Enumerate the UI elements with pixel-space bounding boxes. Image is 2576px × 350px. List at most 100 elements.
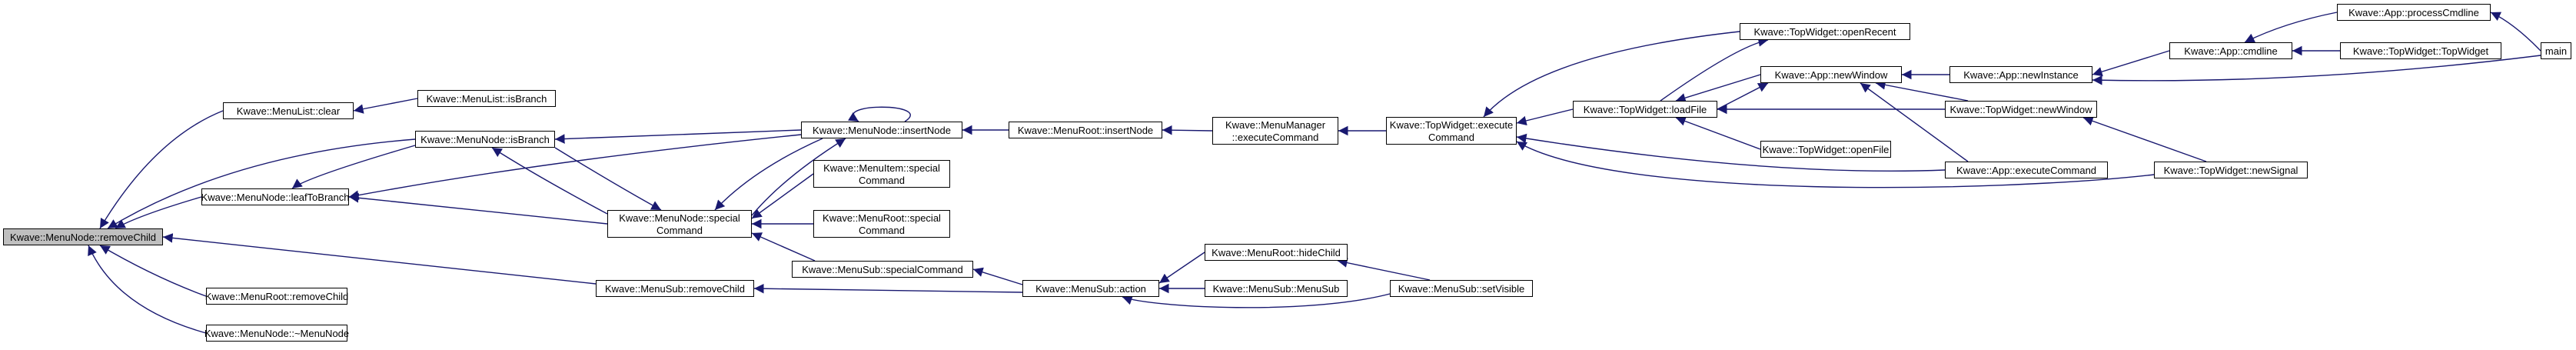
graph-node-label: Kwave::MenuSub::setVisible (1398, 282, 1525, 295)
graph-node-label: Kwave::MenuNode::leafToBranch (201, 191, 350, 203)
graph-edge-n21-n20 (348, 193, 608, 225)
graph-node-label: Kwave::App::newWindow (1774, 68, 1888, 81)
graph-node-label: Kwave::TopWidget::TopWidget (2352, 45, 2489, 57)
graph-edge-n17-n9 (1675, 116, 1761, 150)
graph-edge-n18-n7 (1516, 133, 1946, 172)
graph-node-n25[interactable]: Kwave::MenuSub::action (1022, 280, 1159, 297)
graph-node-n26[interactable]: Kwave::MenuRoot::hideChild (1205, 244, 1348, 261)
graph-edge-n16-n10 (1875, 80, 1969, 102)
graph-edge-n15-n13 (2490, 12, 2541, 52)
graph-node-label: Kwave::TopWidget::openRecent (1753, 25, 1896, 38)
graph-node-n30[interactable]: Kwave::MenuRoot::removeChild (204, 288, 349, 305)
graph-node-label: Command (656, 224, 703, 236)
graph-node-n1[interactable]: Kwave::MenuList::clear (223, 102, 354, 119)
graph-node-n14[interactable]: Kwave::TopWidget::TopWidget (2340, 42, 2501, 59)
graph-edge-n25-n24 (972, 267, 1023, 285)
graph-node-n2[interactable]: Kwave::MenuList::isBranch (417, 90, 556, 107)
graph-node-label: Kwave::App::processCmdline (2348, 6, 2479, 18)
graph-edge-n25-n29 (753, 283, 1023, 294)
graph-edge-n28-n25 (1122, 293, 1391, 308)
graph-node-label: Kwave::TopWidget::openFile (1762, 143, 1890, 155)
graph-node-n12[interactable]: Kwave::App::cmdline (2169, 42, 2292, 59)
graph-edge-n3-n21 (554, 147, 662, 211)
graph-edge-n12-n11 (2092, 50, 2170, 77)
graph-edge-n2-n1 (353, 98, 418, 114)
graph-node-label: Command (859, 174, 905, 186)
graph-node-n0[interactable]: Kwave::MenuNode::removeChild (3, 228, 163, 245)
graph-node-n31[interactable]: Kwave::MenuNode::~MenuNode (204, 325, 350, 342)
graph-edge-n9-n10 (1717, 82, 1769, 110)
graph-node-label: Kwave::MenuList::clear (236, 105, 341, 117)
graph-edge-n4-n21 (714, 138, 823, 211)
graph-node-label: Kwave::MenuRoot::special (823, 212, 941, 224)
graph-node-n6[interactable]: Kwave::MenuManager::executeCommand (1212, 117, 1338, 145)
graph-node-label: main (2544, 45, 2568, 57)
graph-edge-n19-n7 (1516, 141, 2155, 188)
graph-edge-n6-n5 (1162, 125, 1213, 135)
graph-node-label: Kwave::App::executeCommand (1956, 164, 2097, 176)
graph-node-n19[interactable]: Kwave::TopWidget::newSignal (2154, 162, 2308, 178)
graph-node-label: Kwave::App::cmdline (2184, 45, 2278, 57)
graph-node-n9[interactable]: Kwave::TopWidget::loadFile (1573, 101, 1717, 118)
graph-node-label: Kwave::TopWidget::loadFile (1583, 103, 1707, 115)
graph-edge-n4-n20 (348, 134, 802, 200)
graph-node-n18[interactable]: Kwave::App::executeCommand (1945, 162, 2108, 178)
graph-node-n16[interactable]: Kwave::TopWidget::newWindow (1945, 101, 2097, 118)
graph-node-label: Kwave::MenuSub::MenuSub (1212, 282, 1340, 295)
graph-edge-n22-n21 (751, 173, 814, 219)
graph-node-label: Kwave::MenuNode::~MenuNode (204, 327, 350, 339)
graph-edge-n29-n0 (162, 233, 597, 285)
graph-edge-n8-n7 (1483, 31, 1740, 118)
graph-edge-n4-n4 (847, 106, 911, 122)
graph-edge-n31-n0 (88, 245, 207, 334)
graph-node-n17[interactable]: Kwave::TopWidget::openFile (1760, 141, 1891, 158)
graph-node-n11[interactable]: Kwave::App::newInstance (1949, 66, 2092, 83)
graph-node-label: Command (1428, 131, 1474, 143)
graph-node-n15[interactable]: main (2541, 42, 2571, 59)
graph-edge-n3-n20 (291, 145, 416, 189)
graph-node-label: Kwave::MenuRoot::insertNode (1017, 124, 1154, 136)
graph-node-n4[interactable]: Kwave::MenuNode::insertNode (801, 122, 962, 138)
graph-node-label: Kwave::MenuNode::special (619, 212, 740, 224)
graph-node-n24[interactable]: Kwave::MenuSub::specialCommand (792, 261, 973, 278)
graph-edge-n24-n21 (751, 232, 816, 262)
graph-node-label: Kwave::MenuList::isBranch (426, 92, 547, 105)
graph-node-label: Kwave::MenuRoot::removeChild (204, 290, 349, 302)
graph-node-label: Kwave::MenuNode::isBranch (420, 133, 550, 145)
graph-node-label: Kwave::MenuNode::insertNode (813, 124, 951, 136)
graph-edge-n10-n9 (1675, 74, 1761, 103)
graph-edge-n19-n16 (2082, 116, 2207, 162)
graph-node-label: Kwave::TopWidget::newWindow (1949, 103, 2092, 115)
graph-edge-n26-n25 (1158, 252, 1205, 284)
graph-node-n13[interactable]: Kwave::App::processCmdline (2337, 4, 2491, 21)
graph-node-n10[interactable]: Kwave::App::newWindow (1760, 66, 1902, 83)
graph-node-label: Kwave::MenuSub::removeChild (604, 282, 746, 295)
graph-node-label: Kwave::MenuSub::specialCommand (802, 263, 963, 275)
graph-edge-n30-n0 (99, 245, 207, 297)
graph-edge-n21-n4 (751, 138, 846, 216)
graph-node-label: Kwave::App::newInstance (1963, 68, 2079, 81)
graph-node-label: Kwave::TopWidget::execute (1389, 118, 1514, 131)
graph-node-label: Kwave::MenuItem::special (823, 162, 940, 174)
graph-node-n29[interactable]: Kwave::MenuSub::removeChild (596, 280, 754, 297)
graph-edge-n9-n7 (1516, 108, 1574, 126)
graph-edge-n9-n8 (1660, 37, 1769, 102)
graph-node-n27[interactable]: Kwave::MenuSub::MenuSub (1205, 280, 1348, 297)
graph-node-n5[interactable]: Kwave::MenuRoot::insertNode (1009, 122, 1162, 138)
graph-edge-n21-n3 (491, 147, 608, 215)
graph-node-label: Kwave::TopWidget::newSignal (2163, 164, 2298, 176)
graph-node-label: ::executeCommand (1231, 131, 1319, 143)
graph-node-n3[interactable]: Kwave::MenuNode::isBranch (415, 131, 555, 148)
graph-edge-n15-n11 (2092, 55, 2541, 85)
graph-node-n28[interactable]: Kwave::MenuSub::setVisible (1390, 280, 1533, 297)
graph-node-label: Kwave::MenuRoot::hideChild (1212, 246, 1341, 258)
graph-node-n20[interactable]: Kwave::MenuNode::leafToBranch (201, 188, 349, 205)
graph-node-n8[interactable]: Kwave::TopWidget::openRecent (1740, 23, 1910, 40)
graph-node-label: Kwave::MenuNode::removeChild (9, 231, 157, 243)
